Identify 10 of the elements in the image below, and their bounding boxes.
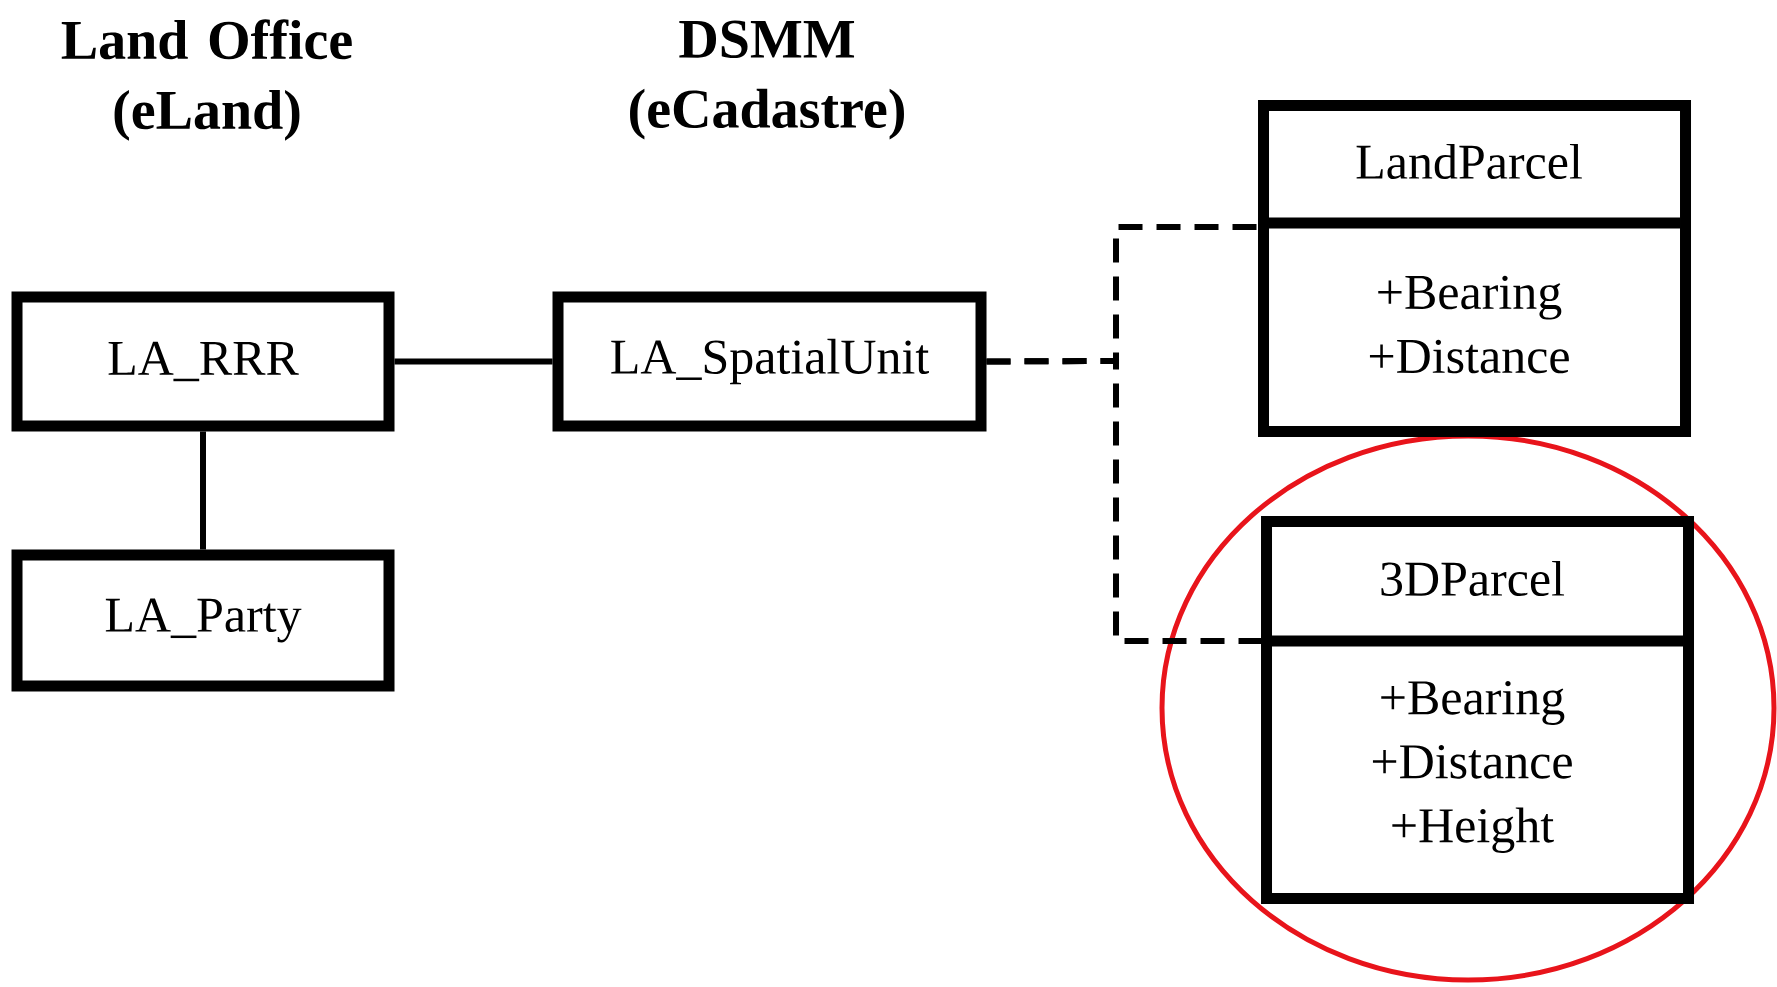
column-heading: Land Office (eLand) — [61, 19, 352, 141]
dashed-connector — [986, 358, 1261, 644]
connector — [394, 358, 553, 365]
class-box: LandParcel +Bearing +Distance — [1258, 100, 1691, 437]
class-box: 3DParcel +Bearing +Distance +Height — [1261, 516, 1694, 904]
class-box: LA_RRR — [11, 291, 395, 432]
class-box: LA_Party — [11, 549, 395, 692]
column-heading: DSMM (eCadastre) — [630, 20, 904, 140]
class-box: LA_SpatialUnit — [552, 291, 987, 432]
connector — [200, 431, 206, 550]
